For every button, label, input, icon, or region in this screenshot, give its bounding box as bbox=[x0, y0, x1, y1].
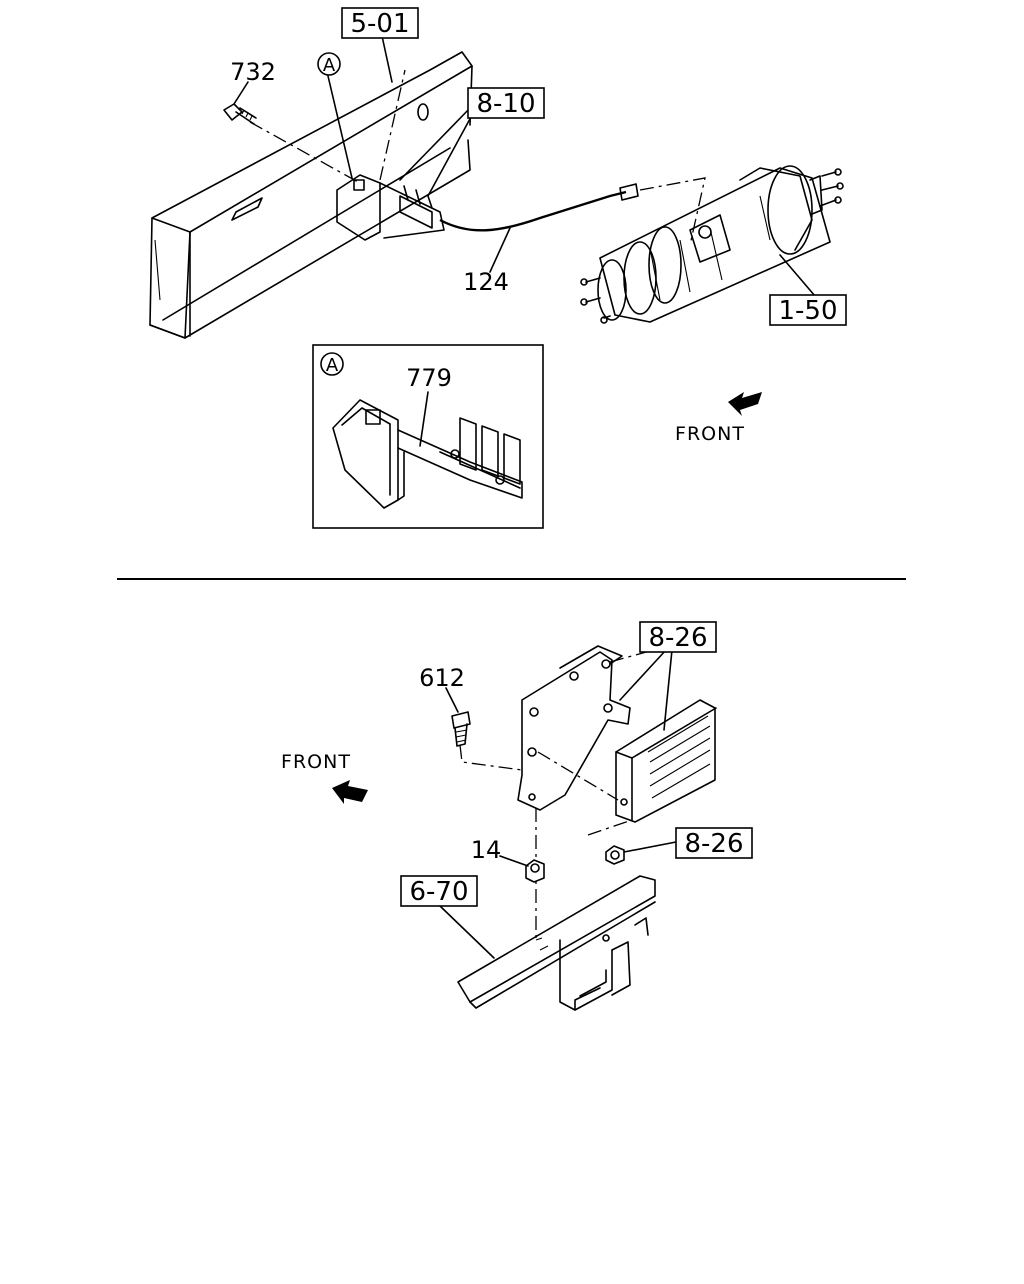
leader-6-70 bbox=[439, 905, 495, 959]
crossmember bbox=[457, 875, 656, 1011]
detail-a-inset: A 779 bbox=[312, 344, 544, 529]
leader-612 bbox=[445, 687, 459, 713]
front-direction-top: FRONT bbox=[675, 392, 762, 445]
front-direction-bottom: FRONT bbox=[281, 751, 368, 804]
front-arrow-icon bbox=[728, 392, 762, 416]
control-box bbox=[615, 699, 717, 823]
part-number-732: 732 bbox=[230, 58, 276, 86]
part-number-779: 779 bbox=[406, 364, 452, 392]
part-number-14: 14 bbox=[471, 836, 502, 864]
front-arrow-icon bbox=[332, 780, 368, 804]
svg-text:1-50: 1-50 bbox=[778, 296, 837, 326]
top-diagram: 5-01 8-10 1-50 732 124 A A 779 bbox=[149, 7, 847, 529]
front-label-top: FRONT bbox=[675, 423, 745, 445]
frame-rail bbox=[149, 51, 473, 339]
leader-732 bbox=[233, 81, 249, 105]
bottom-diagram: 8-26 8-26 6-70 612 14 FRONT bbox=[281, 621, 753, 1011]
detail-inset-marker: A bbox=[326, 355, 339, 376]
bolt-center-line bbox=[249, 121, 359, 183]
part-number-612: 612 bbox=[419, 664, 465, 692]
leader-detail-a bbox=[327, 75, 353, 179]
ref-frame-label: 5-01 bbox=[341, 7, 419, 39]
svg-text:8-10: 8-10 bbox=[476, 89, 535, 119]
bracket-on-frame bbox=[336, 174, 445, 241]
svg-text:8-26: 8-26 bbox=[648, 623, 707, 653]
leader-8-26-upper bbox=[619, 649, 667, 701]
ref-clip-label: 8-10 bbox=[467, 87, 545, 119]
ref-crossmember-label: 6-70 bbox=[400, 875, 478, 907]
tube-fitting bbox=[619, 183, 639, 201]
svg-text:A: A bbox=[323, 55, 336, 76]
bolt-612 bbox=[451, 711, 471, 747]
fuel-filter bbox=[580, 165, 844, 324]
svg-text:5-01: 5-01 bbox=[350, 9, 409, 39]
svg-text:8-26: 8-26 bbox=[684, 829, 743, 859]
leader-14 bbox=[499, 855, 529, 867]
ref-box-upper-label: 8-26 bbox=[639, 621, 717, 653]
nut-8-26 bbox=[605, 845, 625, 865]
leader-1-50 bbox=[779, 254, 816, 297]
front-label-bottom: FRONT bbox=[281, 751, 351, 773]
leader-5-01 bbox=[381, 35, 393, 83]
part-number-124: 124 bbox=[463, 268, 509, 296]
mounting-plate bbox=[517, 645, 631, 811]
leader-8-10 bbox=[399, 105, 473, 181]
detail-marker-a: A bbox=[317, 52, 341, 76]
svg-text:6-70: 6-70 bbox=[409, 877, 468, 907]
ref-box-lower-label: 8-26 bbox=[675, 827, 753, 859]
ref-filter-label: 1-50 bbox=[769, 294, 847, 326]
tube-124 bbox=[439, 190, 627, 232]
nut-14 bbox=[525, 859, 545, 883]
bolt-732 bbox=[223, 103, 257, 125]
leader-124 bbox=[489, 227, 511, 273]
leader-8-26-lower bbox=[623, 841, 677, 853]
leader-779 bbox=[419, 391, 429, 447]
